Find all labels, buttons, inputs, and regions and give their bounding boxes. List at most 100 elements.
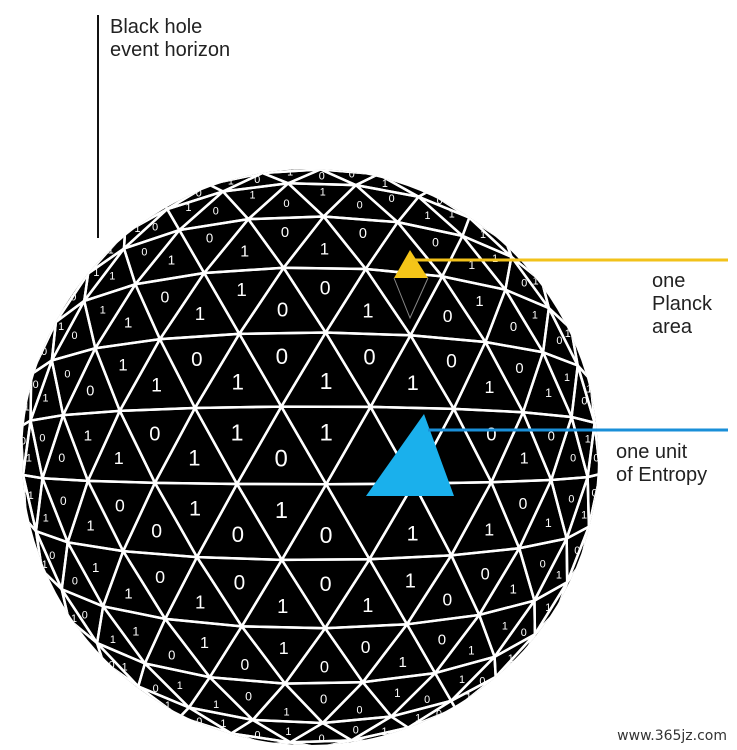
- bit-label: 1: [118, 356, 127, 375]
- bit-label: 0: [486, 423, 496, 444]
- bit-label: 0: [276, 344, 288, 369]
- bit-label: 1: [114, 448, 124, 468]
- bit-label: 0: [255, 730, 261, 742]
- bit-label: 0: [115, 495, 125, 515]
- bit-label: 1: [200, 634, 209, 652]
- bit-label: 0: [277, 299, 288, 322]
- bit-label: 0: [206, 231, 213, 246]
- event-horizon-label: Black hole event horizon: [110, 16, 230, 62]
- bit-label: 1: [109, 270, 115, 282]
- bit-label: 0: [353, 724, 359, 736]
- bit-label: 1: [100, 304, 106, 316]
- bit-label: 1: [382, 178, 388, 190]
- event-horizon-label-line1: Black hole: [110, 16, 203, 38]
- bit-label: 0: [424, 694, 430, 706]
- bit-label: 1: [132, 625, 139, 639]
- bit-label: 1: [42, 559, 48, 571]
- event-horizon-label-line2: event horizon: [110, 39, 231, 61]
- bit-label: 1: [405, 571, 416, 593]
- bit-label: 1: [320, 240, 329, 258]
- bit-label: 1: [110, 634, 116, 646]
- bit-label: 0: [540, 558, 546, 570]
- bit-label: 1: [564, 372, 570, 384]
- bit-label: 1: [415, 713, 421, 725]
- entropy-unit-triangle: [366, 414, 454, 496]
- bit-label: 1: [394, 687, 400, 700]
- bit-label: 0: [72, 575, 78, 587]
- bit-label: 0: [319, 171, 325, 183]
- bit-label: 1: [236, 279, 246, 300]
- planck-label-line3: area: [652, 316, 693, 338]
- bit-label: 1: [468, 644, 474, 657]
- bit-label: 1: [277, 596, 288, 618]
- bit-label: 1: [425, 210, 431, 222]
- bit-label: 1: [533, 275, 539, 287]
- bit-label: 0: [58, 451, 65, 465]
- bit-label: 1: [86, 518, 94, 534]
- bit-label: 0: [196, 188, 202, 200]
- bit-label: 0: [152, 221, 158, 233]
- bit-label: 1: [189, 496, 201, 521]
- planck-label-line2: Planck: [652, 293, 713, 315]
- bit-label: 0: [515, 361, 523, 377]
- bit-label: 0: [109, 659, 115, 671]
- bit-label: 0: [240, 657, 249, 674]
- bit-label: 0: [232, 522, 244, 547]
- bit-label: 0: [160, 289, 169, 306]
- bit-label: 0: [438, 631, 446, 648]
- bit-label: 1: [362, 300, 373, 322]
- bit-label: 1: [84, 427, 92, 444]
- bit-label: 0: [446, 351, 457, 372]
- bit-label: 1: [449, 209, 455, 221]
- bit-label: 0: [581, 396, 587, 408]
- bit-label: 0: [436, 709, 442, 721]
- entropy-label-line2: of Entropy: [616, 464, 708, 486]
- bit-label: 1: [484, 519, 494, 539]
- bit-label: 1: [279, 638, 289, 658]
- bit-label: 0: [356, 705, 362, 717]
- bit-label: 1: [508, 653, 514, 665]
- planck-area-outline: [393, 277, 429, 320]
- bit-label: 1: [92, 560, 99, 575]
- bit-label: 0: [283, 198, 289, 210]
- bit-label: 1: [407, 370, 419, 395]
- entropy-label: one unit of Entropy: [616, 441, 707, 487]
- bit-label: 1: [545, 602, 551, 614]
- bit-label: 1: [250, 190, 256, 202]
- bit-label: 0: [151, 521, 162, 543]
- bit-label: 0: [432, 235, 439, 249]
- bit-label: 1: [480, 229, 486, 241]
- bit-label: 1: [476, 294, 484, 310]
- bit-label: 0: [591, 488, 597, 500]
- bit-label: 0: [320, 572, 332, 596]
- bit-label: 1: [43, 512, 49, 524]
- bit-label: 1: [284, 706, 290, 718]
- bit-label: 1: [213, 699, 219, 711]
- bit-label: 1: [287, 167, 293, 179]
- bit-label: 0: [519, 496, 528, 513]
- bit-label: 0: [196, 716, 202, 728]
- bit-label: 1: [177, 680, 183, 692]
- bit-label: 0: [275, 445, 288, 472]
- bit-label: 0: [64, 368, 70, 380]
- bit-label: 0: [521, 627, 527, 639]
- bit-label: 0: [254, 174, 260, 186]
- bit-label: 1: [26, 453, 32, 465]
- bit-label: 0: [320, 691, 327, 706]
- watermark: www.365jz.com: [617, 728, 727, 744]
- bit-label: 0: [593, 452, 599, 464]
- bit-label: 0: [319, 733, 325, 745]
- bit-label: 1: [188, 446, 200, 471]
- bit-label: 0: [361, 637, 371, 657]
- bit-label: 0: [70, 292, 76, 304]
- planck-area-mesh: [22, 169, 598, 745]
- bit-label: 1: [185, 202, 191, 214]
- bit-label: 1: [320, 187, 326, 199]
- bit-label: 1: [93, 267, 99, 279]
- bit-label: 0: [41, 346, 47, 358]
- bit-label: 1: [71, 613, 77, 625]
- bit-label: 1: [228, 175, 234, 187]
- bit-label: 0: [320, 658, 329, 676]
- bit-label: 1: [532, 310, 538, 322]
- bit-label: 1: [585, 433, 591, 445]
